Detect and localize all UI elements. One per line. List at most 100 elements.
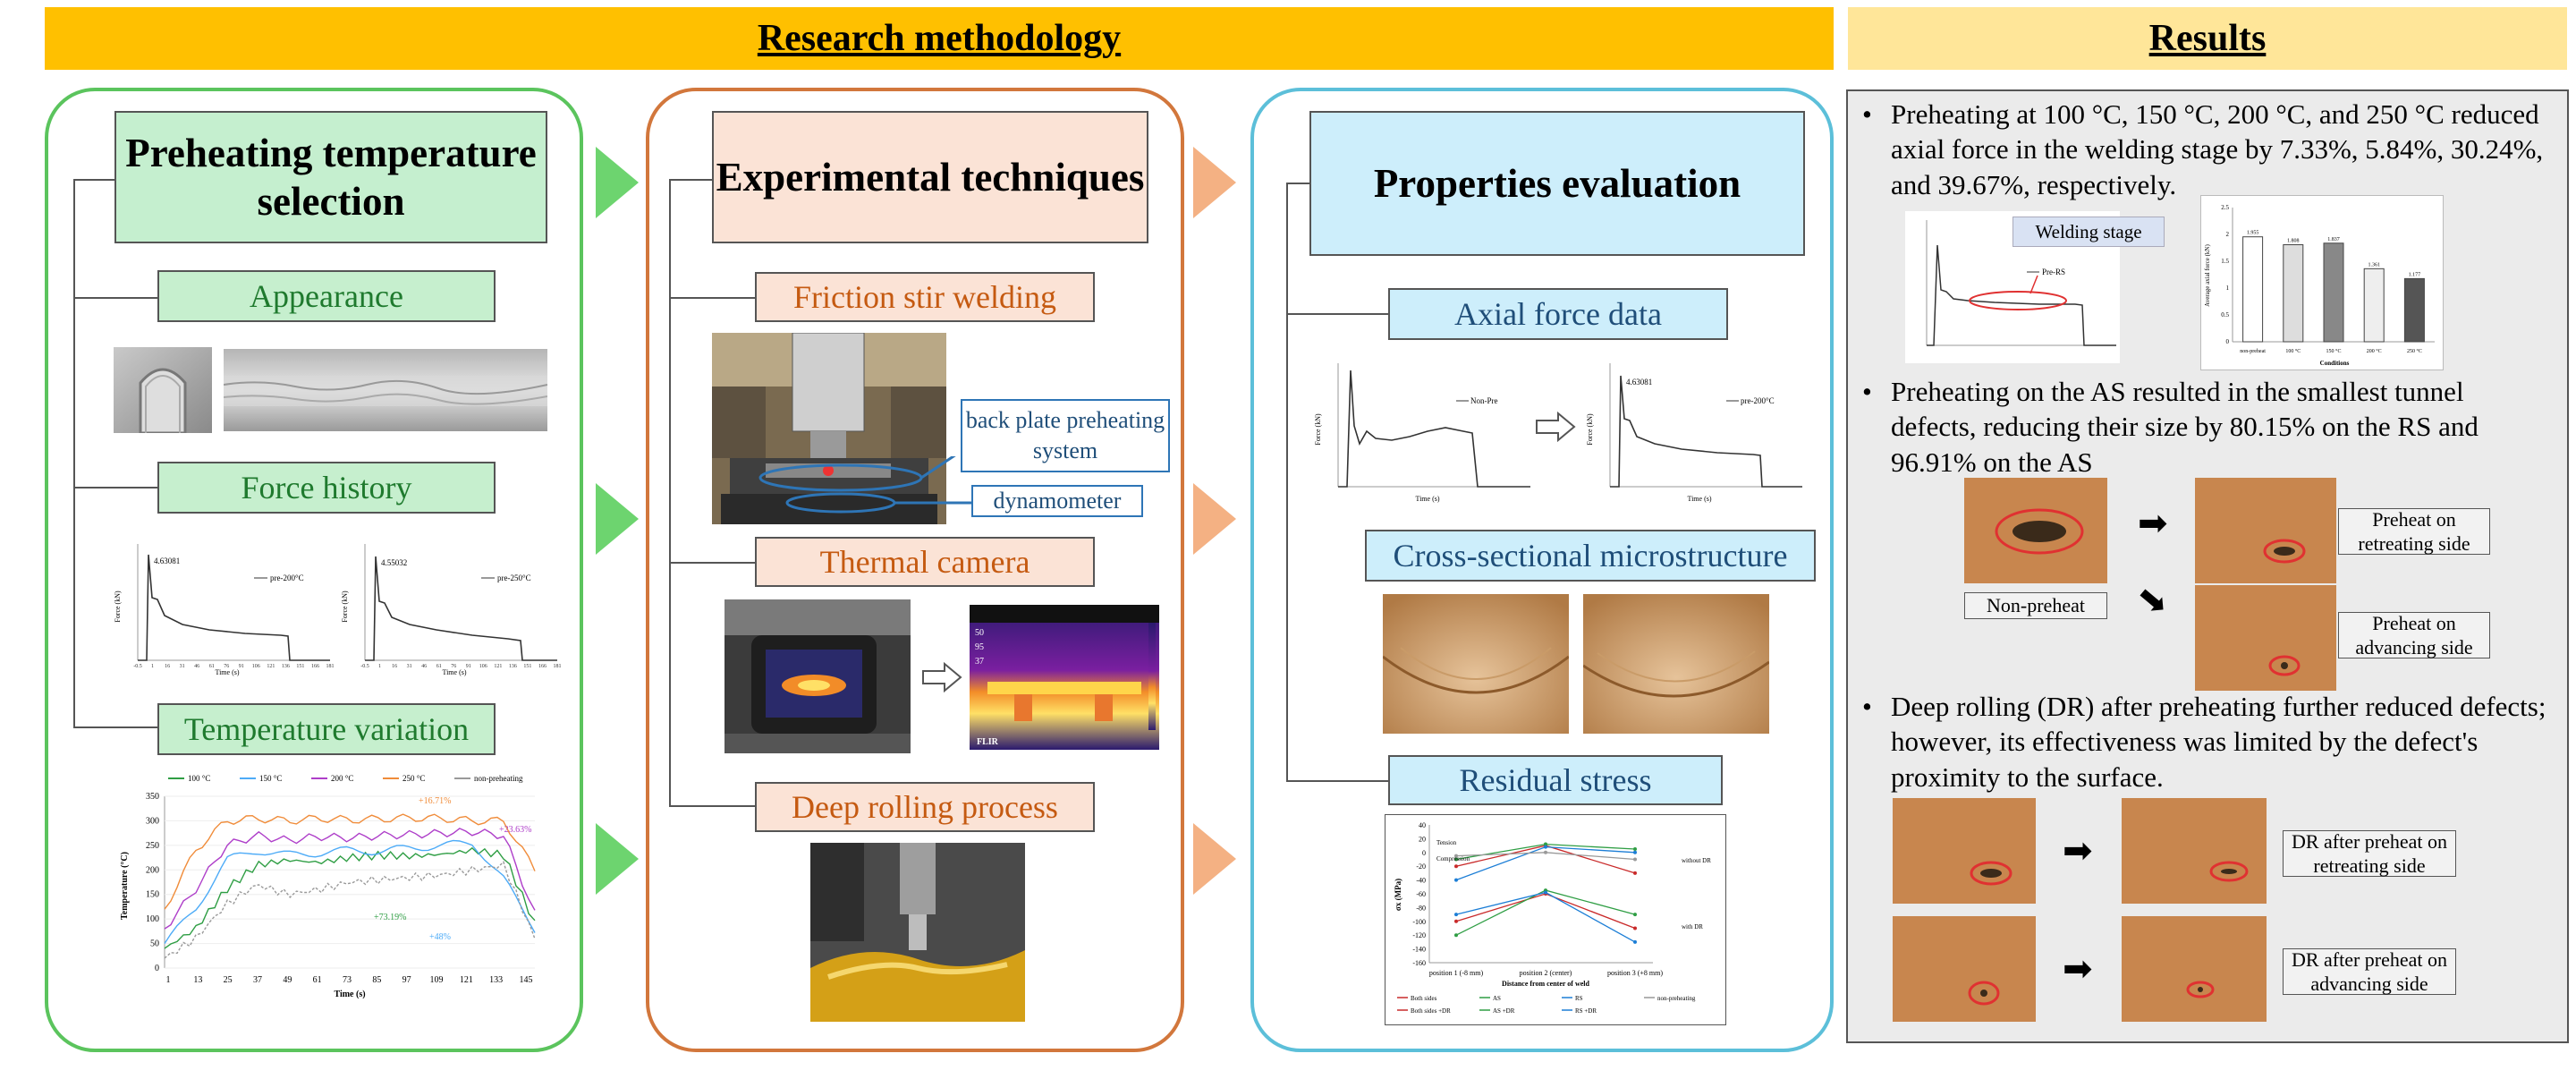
arrow-right-1 [596,147,639,218]
y-tick-label: 250 [146,841,159,851]
preheating-title: Preheating temperature selection [114,111,547,243]
preheat-as-label: Preheat on advancing side [2338,612,2490,658]
temperature-variation-label: Temperature variation [157,703,496,755]
fsw-annotation-ovals [758,456,980,514]
microstructure-photo-2 [1583,594,1769,734]
legend-label: 150 °C [259,774,282,783]
dr-as-before-photo [1893,916,2036,1022]
residual-point [1544,890,1547,895]
x-tick-label: 85 [372,975,381,985]
bar-category-label: 200 °C [2367,348,2382,354]
axial-force-label: Axial force data [1388,288,1728,340]
force-chart-250-ylabel: Force (kN) [341,590,349,623]
legend-label: 250 °C [402,774,425,783]
defect-non-preheat-photo [1964,478,2107,583]
force-chart-200-peak: 4.63081 [154,556,180,565]
y-tick-label: 0 [1422,849,1426,857]
bar [2363,268,2385,343]
x-tick-label: 109 [430,975,444,985]
force-chart-200-legend: pre-200°C [270,573,304,582]
residual-point [1544,842,1547,846]
appearance-label: Appearance [157,270,496,322]
temperature-annotation-2: +23.63% [499,825,531,835]
y-tick-label: 200 [146,865,159,875]
rs-xlabel: Distance from center of weld [1502,980,1589,988]
temperature-series-line [164,813,536,910]
residual-point [1633,939,1637,944]
force-chart-250-legend: pre-250°C [497,573,531,582]
force-chart-250-peak: 4.55032 [381,558,407,567]
x-tick-label: 106 [252,664,260,669]
legend-label: non-preheating [474,774,523,783]
x-tick-label: 61 [313,975,322,985]
axial-chart-nonpre-xlabel: Time (s) [1415,495,1439,503]
legend-label: Both sides [1411,995,1437,1002]
bar-chart-ylabel: Average axial force (kN) [2204,244,2211,307]
x-tick-label: 136 [509,664,517,669]
arrow-right-2 [596,483,639,555]
force-chart-200-xlabel: Time (s) [215,668,239,676]
bar [2323,242,2344,343]
legend-label: non-preheating [1657,995,1696,1002]
arrow-thermal [921,661,962,697]
residual-point [1633,857,1637,862]
deep-rolling-photo [810,843,1025,1022]
deep-rolling-label: Deep rolling process [755,782,1095,832]
backplate-callout: back plate preheating system [961,399,1170,472]
bar-value-label: 1.955 [2247,231,2259,236]
x-tick-label: 136 [282,664,290,669]
x-tick-label: 76 [224,664,229,669]
x-tick-label: 1 [378,664,381,669]
without-dr-label: without DR [1682,857,1711,864]
arrow-to-preheat-rs: ➡ [2138,503,2168,544]
compression-label: Compression [1436,855,1470,862]
legend-label: AS [1493,995,1501,1002]
dr-as-label: DR after preheat on advancing side [2283,948,2456,995]
y-tick-label: -40 [1416,877,1426,885]
methodology-banner: Research methodology [45,7,1834,70]
residual-point [1454,857,1458,862]
x-tick-label: -0.5 [360,664,369,669]
y-tick-label: -80 [1416,904,1426,912]
weld-surface-photo [224,349,547,431]
x-tick-label: 31 [180,664,185,669]
bar-value-label: 1.177 [2409,272,2421,277]
properties-title: Properties evaluation [1309,111,1805,256]
axial-chart-nonpre: Non-Pre Time (s) Force (kN) [1314,363,1530,503]
rs-xtick-1: position 1 (-8 mm) [1429,969,1484,977]
residual-point [1454,854,1458,858]
axial-chart-pre200-legend: pre-200°C [1741,396,1775,405]
arrow-right-4 [1193,147,1236,218]
y-tick-label: 0.5 [2221,311,2229,319]
x-tick-label: 13 [193,975,202,985]
y-tick-label: -100 [1412,918,1426,926]
y-tick-label: 100 [146,914,159,924]
x-tick-label: 91 [239,664,244,669]
legend-label: AS +DR [1493,1007,1515,1015]
force-chart-200-ylabel: Force (kN) [114,590,122,623]
dr-rs-after-photo [2122,798,2267,904]
y-tick-label: 0 [155,964,159,973]
thermal-readout-2: 95 [975,642,984,652]
bar-category-label: 100 °C [2285,348,2301,354]
with-dr-label: with DR [1682,923,1703,930]
axial-chart-nonpre-legend: Non-Pre [1470,396,1498,405]
y-tick-label: -140 [1412,946,1426,954]
weld-end-photo [114,347,212,433]
microstructure-photo-1 [1383,594,1569,734]
x-tick-label: -0.5 [133,664,142,669]
arrow-dr-rs: ➡ [2063,830,2093,871]
x-tick-label: 121 [460,975,473,985]
y-tick-label: -160 [1412,959,1426,967]
axial-chart-pre200: 4.63081 pre-200°C Time (s) Force (kN) [1586,363,1802,503]
y-tick-label: -60 [1416,890,1426,898]
arrow-right-5 [1193,483,1236,555]
bar-value-label: 1.808 [2287,239,2300,244]
temperature-series-line [164,860,536,959]
force-chart-250: 4.55032 pre-250°C Time (s) Force (kN) -0… [338,535,562,678]
residual-stress-label: Residual stress [1388,755,1723,805]
